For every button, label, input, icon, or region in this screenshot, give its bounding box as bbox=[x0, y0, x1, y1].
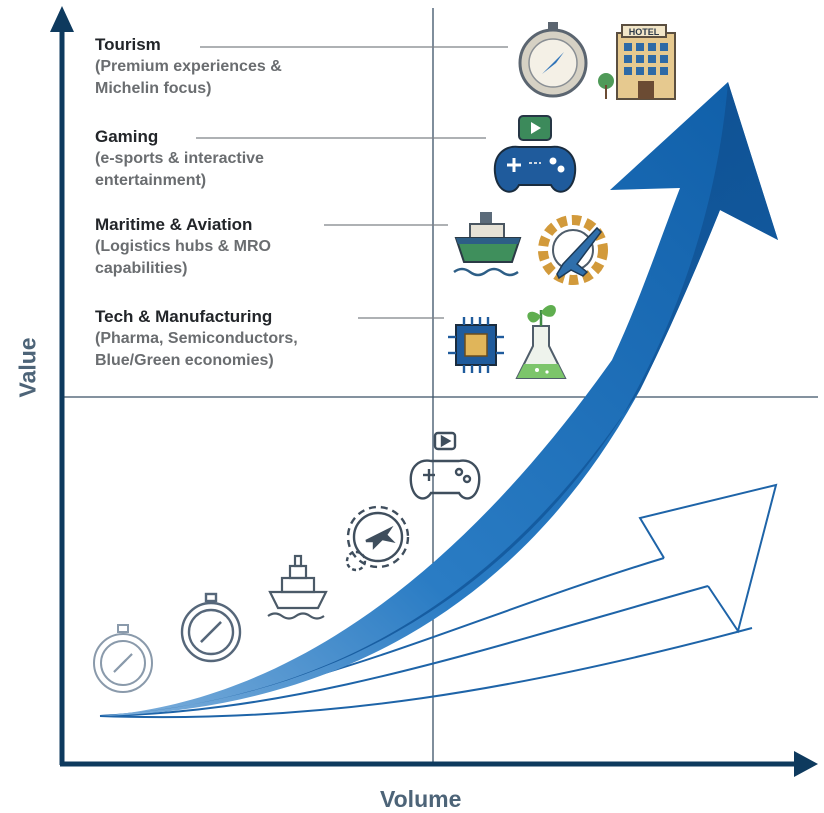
sector-title: Gaming bbox=[95, 127, 159, 146]
sector-tech-manufacturing: Tech & Manufacturing (Pharma, Semiconduc… bbox=[95, 306, 298, 372]
sector-subtitle: (Logistics hubs & MRO capabilities) bbox=[95, 238, 271, 277]
gear-plane-icon bbox=[345, 505, 410, 572]
sector-title: Tourism bbox=[95, 35, 161, 54]
chip-icon bbox=[448, 317, 504, 373]
gamepad-icon bbox=[493, 115, 577, 193]
sector-subtitle: (Pharma, Semiconductors, Blue/Green econ… bbox=[95, 330, 298, 369]
sector-tourism: Tourism (Premium experiences & Michelin … bbox=[95, 34, 282, 100]
ship-icon bbox=[267, 554, 328, 620]
y-axis-arrowhead bbox=[50, 6, 74, 32]
sector-title: Tech & Manufacturing bbox=[95, 307, 273, 326]
main-growth-arrow bbox=[100, 82, 778, 716]
hotel-icon: HOTEL bbox=[598, 24, 676, 100]
ship-icon bbox=[453, 212, 522, 277]
gamepad-icon bbox=[409, 431, 481, 500]
compass-icon bbox=[93, 624, 153, 693]
x-axis-label: Volume bbox=[380, 786, 462, 812]
sector-subtitle: (Premium experiences & Michelin focus) bbox=[95, 58, 282, 97]
x-axis-arrowhead bbox=[794, 751, 818, 777]
compass-icon bbox=[518, 22, 588, 98]
compass-icon bbox=[180, 592, 242, 663]
y-axis-label: Value bbox=[14, 337, 41, 398]
sector-maritime-aviation: Maritime & Aviation (Logistics hubs & MR… bbox=[95, 214, 271, 280]
gear-plane-icon bbox=[538, 215, 608, 285]
sector-title: Maritime & Aviation bbox=[95, 215, 253, 234]
sector-subtitle: (e-sports & interactive entertainment) bbox=[95, 150, 264, 189]
flask-plant-icon bbox=[515, 304, 567, 379]
hotel-sign: HOTEL bbox=[629, 27, 660, 37]
sector-gaming: Gaming (e-sports & interactive entertain… bbox=[95, 126, 264, 192]
